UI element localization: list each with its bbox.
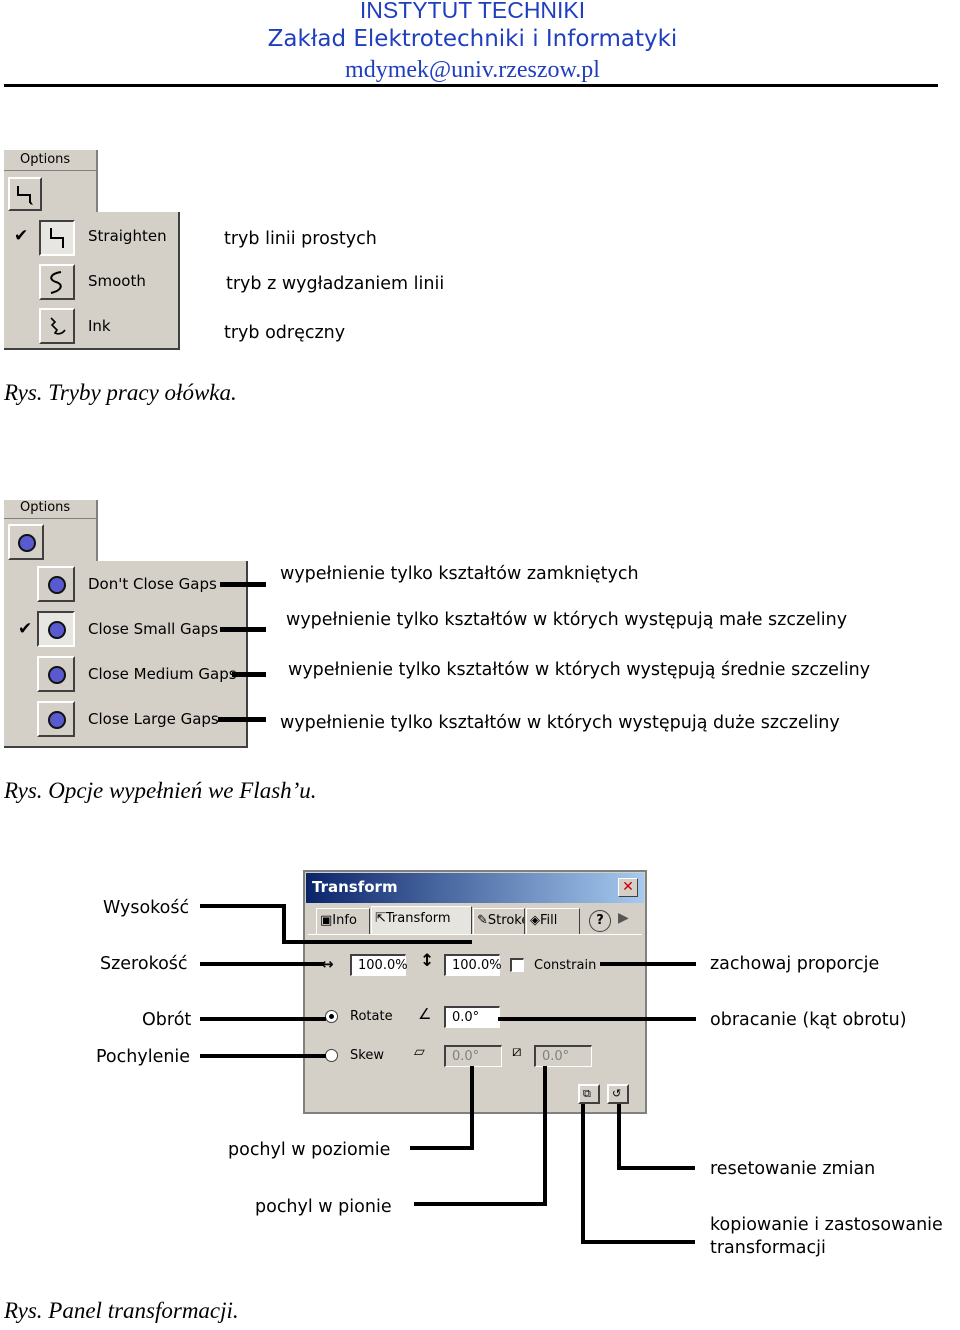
- close-large-gaps-label[interactable]: Close Large Gaps: [88, 710, 219, 728]
- header-rule: [4, 84, 938, 87]
- height-arrows-icon: ↕: [420, 951, 435, 971]
- smooth-description: tryb z wygładzaniem linii: [226, 274, 445, 294]
- ink-icon: [50, 317, 66, 335]
- gap-open-icon: [48, 576, 66, 594]
- skew-horizontal-field[interactable]: 0.0°: [444, 1045, 502, 1067]
- straighten-icon: [50, 228, 64, 248]
- transform-tab-icon: ⇱: [375, 911, 386, 926]
- copy-callout-line1: kopiowanie i zastosowanie: [710, 1215, 943, 1235]
- smooth-icon: [50, 271, 62, 294]
- reset-callout: resetowanie zmian: [710, 1159, 876, 1179]
- transform-panel: [303, 870, 647, 1114]
- rotate-radio[interactable]: [325, 1010, 338, 1023]
- rotate-label[interactable]: Rotate: [350, 1009, 393, 1024]
- pencil-mode-menu: ✔ Straighten Smooth Ink: [4, 212, 180, 350]
- pencil-caption: Rys. Tryby pracy ołówka.: [4, 380, 237, 405]
- transform-caption: Rys. Panel transformacji.: [4, 1298, 239, 1323]
- close-icon[interactable]: ✕: [618, 878, 638, 897]
- constrain-checkbox[interactable]: [510, 958, 524, 972]
- dont-close-gaps-button[interactable]: [37, 566, 75, 602]
- dont-close-gaps-label[interactable]: Don't Close Gaps: [88, 575, 217, 593]
- angle-icon: ∠: [418, 1005, 432, 1023]
- help-icon[interactable]: ?: [589, 910, 611, 932]
- close-large-gaps-button[interactable]: [37, 701, 75, 737]
- ink-description: tryb odręczny: [224, 323, 346, 343]
- skew-vertical-field[interactable]: 0.0°: [534, 1045, 592, 1067]
- header-institute: INSTYTUT TECHNIKI: [359, 0, 586, 23]
- constrain-callout: zachowaj proporcje: [710, 954, 880, 974]
- ink-label[interactable]: Ink: [88, 317, 111, 335]
- straighten-button[interactable]: [39, 220, 75, 256]
- gap-circle-icon: [18, 534, 36, 552]
- close-small-gaps-button[interactable]: [37, 611, 75, 647]
- gap-size-menu: Don't Close Gaps ✔ Close Small Gaps Clos…: [4, 561, 248, 748]
- skew-vertical-callout: pochyl w pionie: [255, 1197, 392, 1217]
- copy-callout-line2: transformacji: [710, 1238, 826, 1258]
- fill-panel-title: Options: [20, 500, 71, 515]
- connector-line: [220, 582, 266, 587]
- width-callout: Szerokość: [100, 954, 188, 974]
- height-field[interactable]: 100.0%: [444, 954, 502, 976]
- close-large-gaps-description: wypełnienie tylko kształtów w których wy…: [280, 713, 840, 733]
- info-tab-icon: ▣: [320, 913, 333, 928]
- close-medium-gaps-label[interactable]: Close Medium Gaps: [88, 665, 237, 683]
- close-small-gaps-description: wypełnienie tylko kształtów w których wy…: [286, 610, 848, 630]
- smooth-button[interactable]: [39, 264, 75, 300]
- fill-caption: Rys. Opcje wypełnień we Flash’u.: [4, 778, 317, 803]
- gap-large-icon: [48, 711, 66, 729]
- copy-transform-button[interactable]: ⧉: [578, 1084, 600, 1104]
- pencil-icon: ✎: [477, 913, 488, 928]
- checkmark-icon: ✔: [18, 619, 33, 639]
- tab-info[interactable]: ▣Info: [316, 908, 370, 934]
- straighten-icon: [17, 186, 33, 205]
- checkmark-icon: ✔: [14, 226, 29, 246]
- rotate-callout: Obrót: [142, 1010, 192, 1030]
- rotate-angle-callout: obracanie (kąt obrotu): [710, 1010, 907, 1030]
- connector-line: [218, 717, 266, 722]
- connector-line: [220, 627, 266, 632]
- skew-radio[interactable]: [325, 1049, 338, 1062]
- connector-line: [232, 672, 266, 677]
- paint-bucket-icon: ◈: [530, 913, 540, 928]
- ink-button[interactable]: [39, 308, 75, 344]
- panel-menu-arrow-icon[interactable]: ▶: [618, 910, 629, 926]
- skew-vertical-icon: ⧄: [512, 1042, 522, 1060]
- close-small-gaps-label[interactable]: Close Small Gaps: [88, 620, 219, 638]
- straighten-label[interactable]: Straighten: [88, 227, 167, 245]
- pencil-panel-title: Options: [20, 152, 71, 167]
- tab-fill[interactable]: ◈Fill: [526, 908, 580, 934]
- constrain-label[interactable]: Constrain: [534, 958, 597, 973]
- tab-transform[interactable]: ⇱Transform: [371, 906, 472, 934]
- reset-transform-button[interactable]: ↺: [607, 1084, 629, 1104]
- straighten-description: tryb linii prostych: [224, 229, 377, 249]
- header-department: Zakład Elektrotechniki i Informatyki: [267, 26, 678, 52]
- copy-apply-icon: ⧉: [583, 1087, 591, 1100]
- close-medium-gaps-description: wypełnienie tylko kształtów w których wy…: [288, 660, 871, 680]
- tab-stroke[interactable]: ✎Stroke: [473, 908, 525, 934]
- gap-size-button[interactable]: [8, 524, 44, 560]
- transform-title: Transform: [312, 878, 398, 896]
- skew-callout: Pochylenie: [96, 1047, 191, 1067]
- transform-titlebar: Transform ✕: [306, 873, 644, 903]
- height-callout: Wysokość: [103, 898, 190, 918]
- rotate-field[interactable]: 0.0°: [444, 1006, 500, 1028]
- skew-horizontal-callout: pochyl w poziomie: [228, 1140, 391, 1160]
- dont-close-gaps-description: wypełnienie tylko kształtów zamkniętych: [280, 564, 639, 584]
- smooth-label[interactable]: Smooth: [88, 272, 146, 290]
- reset-icon: ↺: [612, 1087, 622, 1100]
- gap-medium-icon: [48, 666, 66, 684]
- width-arrows-icon: ↔: [321, 955, 334, 973]
- skew-label[interactable]: Skew: [350, 1048, 384, 1063]
- gap-small-icon: [48, 621, 66, 639]
- close-medium-gaps-button[interactable]: [37, 656, 75, 692]
- pencil-mode-button[interactable]: [8, 177, 42, 211]
- skew-horizontal-icon: ▱: [414, 1044, 425, 1060]
- width-field[interactable]: 100.0%: [350, 954, 408, 976]
- header-email[interactable]: mdymek@univ.rzeszow.pl: [345, 57, 600, 83]
